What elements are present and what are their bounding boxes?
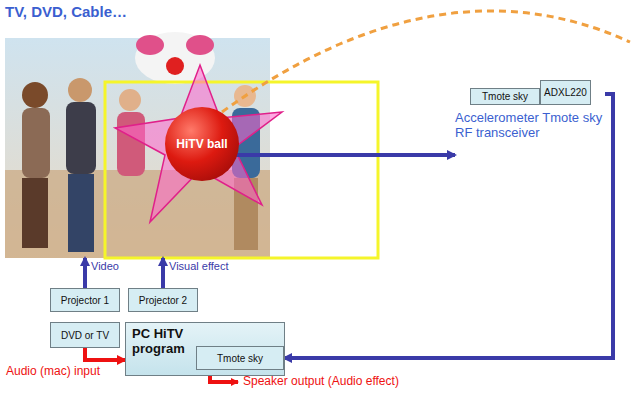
edge-label: Video bbox=[91, 260, 119, 272]
source-box: DVD or TV bbox=[50, 322, 120, 348]
video-display-area: TV, DVD, Cable… HiTV ball bbox=[5, 0, 378, 258]
pc-box: PC HiTV programTmote sky bbox=[125, 322, 285, 376]
signal-arrow bbox=[284, 94, 613, 358]
node-text: Projector 2 bbox=[139, 295, 187, 306]
annotation-label: Speaker output (Audio effect) bbox=[243, 374, 399, 388]
node-text: Tmote sky bbox=[217, 353, 263, 364]
audio-output-arrow bbox=[210, 376, 238, 382]
edge-label: Audio (mac) input bbox=[6, 364, 100, 378]
signal-arrow bbox=[83, 258, 87, 288]
edge-label: Visual effect bbox=[169, 260, 229, 272]
video-frame bbox=[5, 38, 270, 258]
tmote-box: Tmote sky bbox=[196, 346, 284, 370]
node-text: TV, DVD, Cable… bbox=[5, 3, 127, 20]
node-text: PC HiTV program bbox=[132, 326, 185, 356]
accelerometer-unit: Accelerometer Tmote sky RF transceiver Tm… bbox=[455, 80, 605, 140]
node-text: Tmote sky bbox=[482, 91, 528, 102]
node-text: DVD or TV bbox=[61, 330, 109, 341]
signal-arrow bbox=[161, 258, 165, 288]
node-text: Projector 1 bbox=[61, 295, 109, 306]
trajectory-curve bbox=[222, 11, 630, 112]
node-text: ADXL220 bbox=[544, 87, 587, 98]
signal-arrow bbox=[236, 153, 455, 157]
projector-box: Projector 1 bbox=[50, 288, 120, 312]
node-text: Accelerometer Tmote sky RF transceiver bbox=[455, 110, 605, 140]
sensor-box: ADXL220 bbox=[540, 80, 591, 105]
audio-arrow bbox=[85, 348, 125, 360]
projector-box: Projector 2 bbox=[128, 288, 198, 312]
hitv-ball: HiTV ball bbox=[165, 107, 239, 181]
node-text: HiTV ball bbox=[176, 137, 227, 151]
tmote-box: Tmote sky bbox=[470, 88, 540, 105]
